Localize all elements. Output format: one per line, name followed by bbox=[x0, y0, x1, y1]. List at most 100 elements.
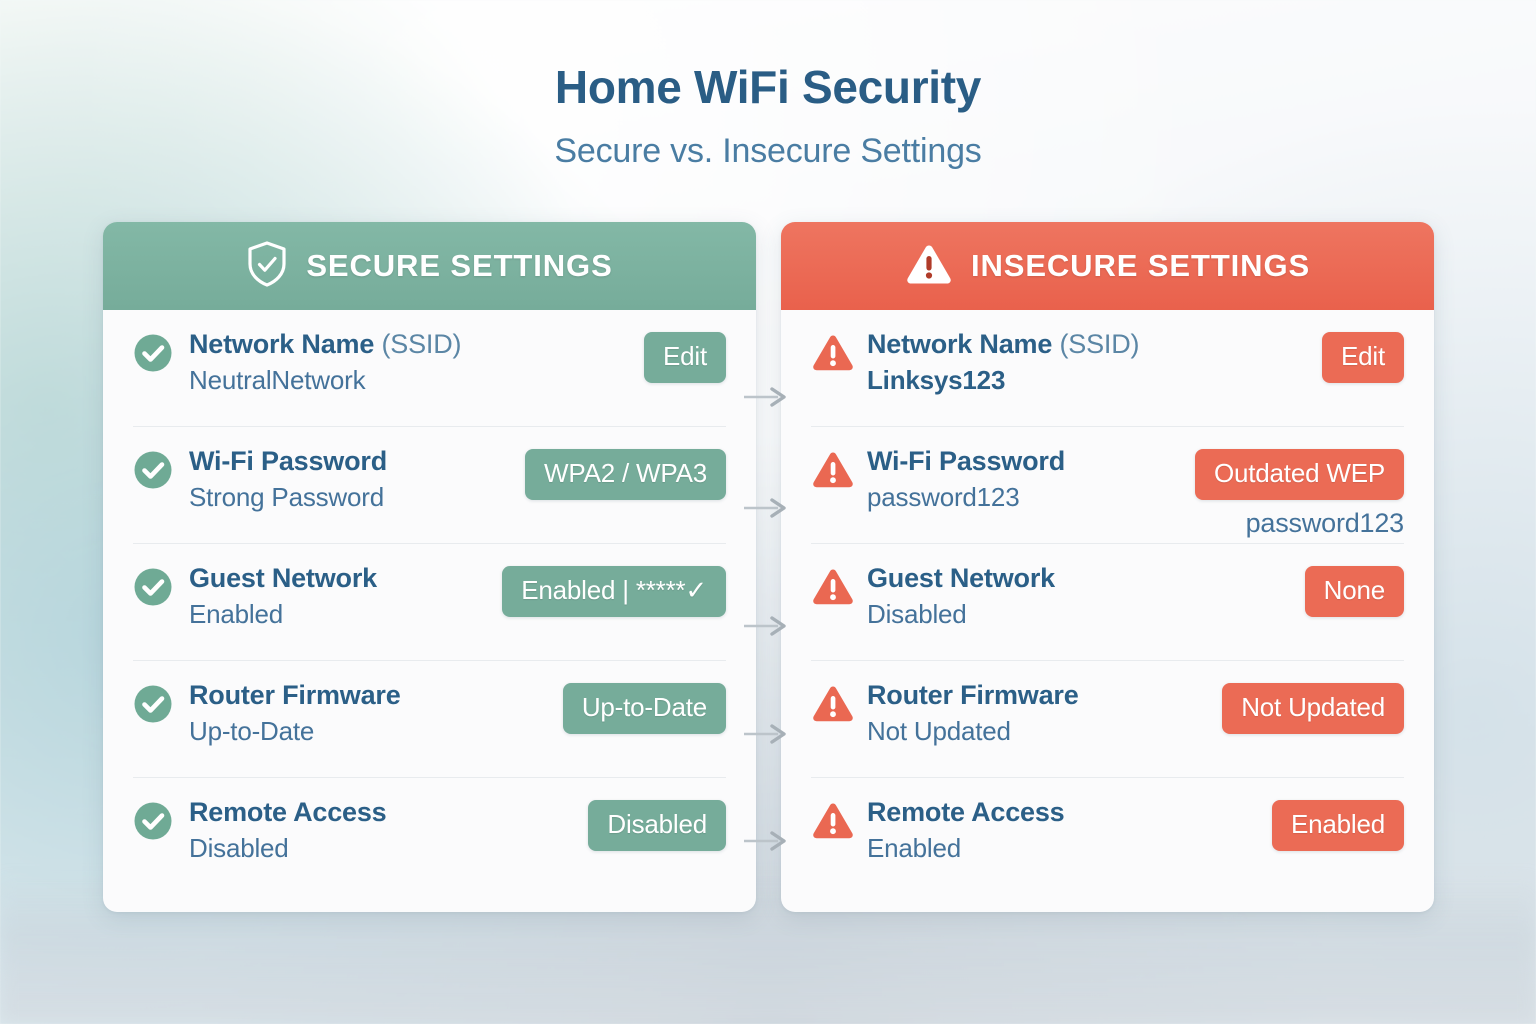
insecure-rows: Network Name (SSID) Linksys123 Edit Wi-F bbox=[781, 310, 1434, 895]
row-badge-wrap: WPA2 / WPA3 bbox=[525, 446, 726, 500]
row-value: Strong Password bbox=[189, 481, 384, 512]
row-label-main: Wi-Fi Password bbox=[189, 446, 387, 476]
warning-triangle-icon bbox=[811, 797, 863, 846]
row-badge-wrap: Up-to-Date bbox=[562, 680, 726, 734]
edit-button[interactable]: Edit bbox=[1321, 332, 1404, 383]
row-label: Remote Access bbox=[867, 797, 1065, 827]
insecure-panel-header-label: INSECURE SETTINGS bbox=[970, 248, 1311, 283]
row-label-main: Router Firmware bbox=[867, 680, 1079, 710]
arrow-right-icon bbox=[744, 497, 790, 519]
row-badge-wrap: Edit bbox=[1321, 329, 1404, 383]
table-row: Router Firmware Up-to-Date Up-to-Date bbox=[133, 661, 726, 778]
table-row: Network Name (SSID) NeutralNetwork Edit bbox=[133, 310, 726, 427]
row-badge-wrap: Edit bbox=[643, 329, 726, 383]
secure-panel-header-label: SECURE SETTINGS bbox=[306, 248, 613, 283]
arrow-right-icon bbox=[744, 723, 790, 745]
row-label-main: Guest Network bbox=[189, 563, 377, 593]
warning-triangle-icon bbox=[811, 563, 863, 612]
insecure-panel-header: INSECURE SETTINGS bbox=[781, 222, 1434, 310]
row-label: Guest Network bbox=[867, 563, 1055, 593]
secure-settings-panel: SECURE SETTINGS Network Name (SSID) Neut… bbox=[103, 222, 756, 912]
row-value: Disabled bbox=[867, 598, 967, 629]
row-text: Router Firmware Not Updated bbox=[863, 680, 1222, 747]
row-text: Wi-Fi Password Strong Password bbox=[185, 446, 525, 513]
table-row: Router Firmware Not Updated Not Updated bbox=[811, 661, 1404, 778]
arrow-right-icon bbox=[744, 615, 790, 637]
table-row: Network Name (SSID) Linksys123 Edit bbox=[811, 310, 1404, 427]
warning-triangle-icon bbox=[811, 446, 863, 495]
status-badge[interactable]: WPA2 / WPA3 bbox=[525, 449, 726, 500]
row-label-main: Wi-Fi Password bbox=[867, 446, 1065, 476]
row-badge-wrap: None bbox=[1304, 563, 1404, 617]
row-label-main: Network Name bbox=[867, 329, 1053, 359]
table-row: Guest Network Enabled Enabled | *****✓ bbox=[133, 544, 726, 661]
table-row: Remote Access Disabled Disabled bbox=[133, 778, 726, 895]
status-badge[interactable]: Enabled | *****✓ bbox=[502, 566, 726, 617]
row-text: Network Name (SSID) Linksys123 bbox=[863, 329, 1322, 396]
row-label-muted: (SSID) bbox=[1059, 329, 1140, 359]
table-row: Remote Access Enabled Enabled bbox=[811, 778, 1404, 895]
row-text: Guest Network Enabled bbox=[185, 563, 502, 630]
status-badge[interactable]: Not Updated bbox=[1222, 683, 1404, 734]
row-badge-wrap: Disabled bbox=[588, 797, 726, 851]
check-circle-icon bbox=[133, 329, 185, 378]
page-title: Home WiFi Security bbox=[554, 61, 982, 113]
row-text: Router Firmware Up-to-Date bbox=[185, 680, 563, 747]
arrow-right-icon bbox=[744, 386, 790, 408]
row-text: Remote Access Enabled bbox=[863, 797, 1272, 864]
status-badge[interactable]: Disabled bbox=[588, 800, 726, 851]
row-value: Enabled bbox=[189, 598, 284, 629]
row-text: Wi-Fi Password password123 bbox=[863, 446, 1195, 513]
warning-triangle-icon bbox=[811, 329, 863, 378]
row-label: Network Name (SSID) bbox=[189, 329, 461, 359]
row-label: Remote Access bbox=[189, 797, 387, 827]
table-row: Guest Network Disabled None bbox=[811, 544, 1404, 661]
row-value: Linksys123 bbox=[867, 364, 1006, 395]
row-label-main: Router Firmware bbox=[189, 680, 401, 710]
row-label: Guest Network bbox=[189, 563, 377, 593]
row-value: Enabled bbox=[867, 832, 962, 863]
row-badge-wrap: Enabled | *****✓ bbox=[502, 563, 726, 617]
table-row: Wi-Fi Password Strong Password WPA2 / WP… bbox=[133, 427, 726, 544]
row-label: Router Firmware bbox=[867, 680, 1079, 710]
badge-subtext: password123 bbox=[1245, 508, 1405, 538]
edit-button[interactable]: Edit bbox=[643, 332, 726, 383]
insecure-settings-panel: INSECURE SETTINGS Network Name (SSID) Li… bbox=[781, 222, 1434, 912]
warning-triangle-icon bbox=[905, 242, 953, 291]
row-label-muted: (SSID) bbox=[381, 329, 462, 359]
row-value: NeutralNetwork bbox=[189, 364, 366, 395]
page-subtitle: Secure vs. Insecure Settings bbox=[554, 132, 982, 170]
row-badge-wrap: Not Updated bbox=[1222, 680, 1404, 734]
row-label: Wi-Fi Password bbox=[189, 446, 387, 476]
row-label: Network Name (SSID) bbox=[867, 329, 1139, 359]
row-value: Up-to-Date bbox=[189, 715, 315, 746]
row-badge-wrap: Outdated WEP password123 bbox=[1194, 446, 1405, 539]
status-badge[interactable]: Outdated WEP bbox=[1194, 449, 1404, 500]
table-row: Wi-Fi Password password123 Outdated WEP … bbox=[811, 427, 1404, 544]
row-value: Disabled bbox=[189, 832, 289, 863]
status-badge[interactable]: Up-to-Date bbox=[562, 683, 726, 734]
row-value: password123 bbox=[867, 481, 1020, 512]
row-label-main: Remote Access bbox=[867, 797, 1065, 827]
row-text: Network Name (SSID) NeutralNetwork bbox=[185, 329, 644, 396]
shield-check-icon bbox=[246, 240, 288, 293]
row-badge-wrap: Enabled bbox=[1271, 797, 1404, 851]
row-text: Guest Network Disabled bbox=[863, 563, 1305, 630]
secure-rows: Network Name (SSID) NeutralNetwork Edit … bbox=[103, 310, 756, 895]
arrow-right-icon bbox=[744, 830, 790, 852]
check-circle-icon bbox=[133, 680, 185, 729]
status-badge[interactable]: Enabled bbox=[1271, 800, 1404, 851]
row-label-main: Remote Access bbox=[189, 797, 387, 827]
row-label-main: Guest Network bbox=[867, 563, 1055, 593]
row-text: Remote Access Disabled bbox=[185, 797, 588, 864]
row-label: Wi-Fi Password bbox=[867, 446, 1065, 476]
check-circle-icon bbox=[133, 797, 185, 846]
row-label: Router Firmware bbox=[189, 680, 401, 710]
warning-triangle-icon bbox=[811, 680, 863, 729]
secure-panel-header: SECURE SETTINGS bbox=[103, 222, 756, 310]
row-label-main: Network Name bbox=[189, 329, 375, 359]
row-value: Not Updated bbox=[867, 715, 1011, 746]
check-circle-icon bbox=[133, 563, 185, 612]
status-badge[interactable]: None bbox=[1304, 566, 1404, 617]
